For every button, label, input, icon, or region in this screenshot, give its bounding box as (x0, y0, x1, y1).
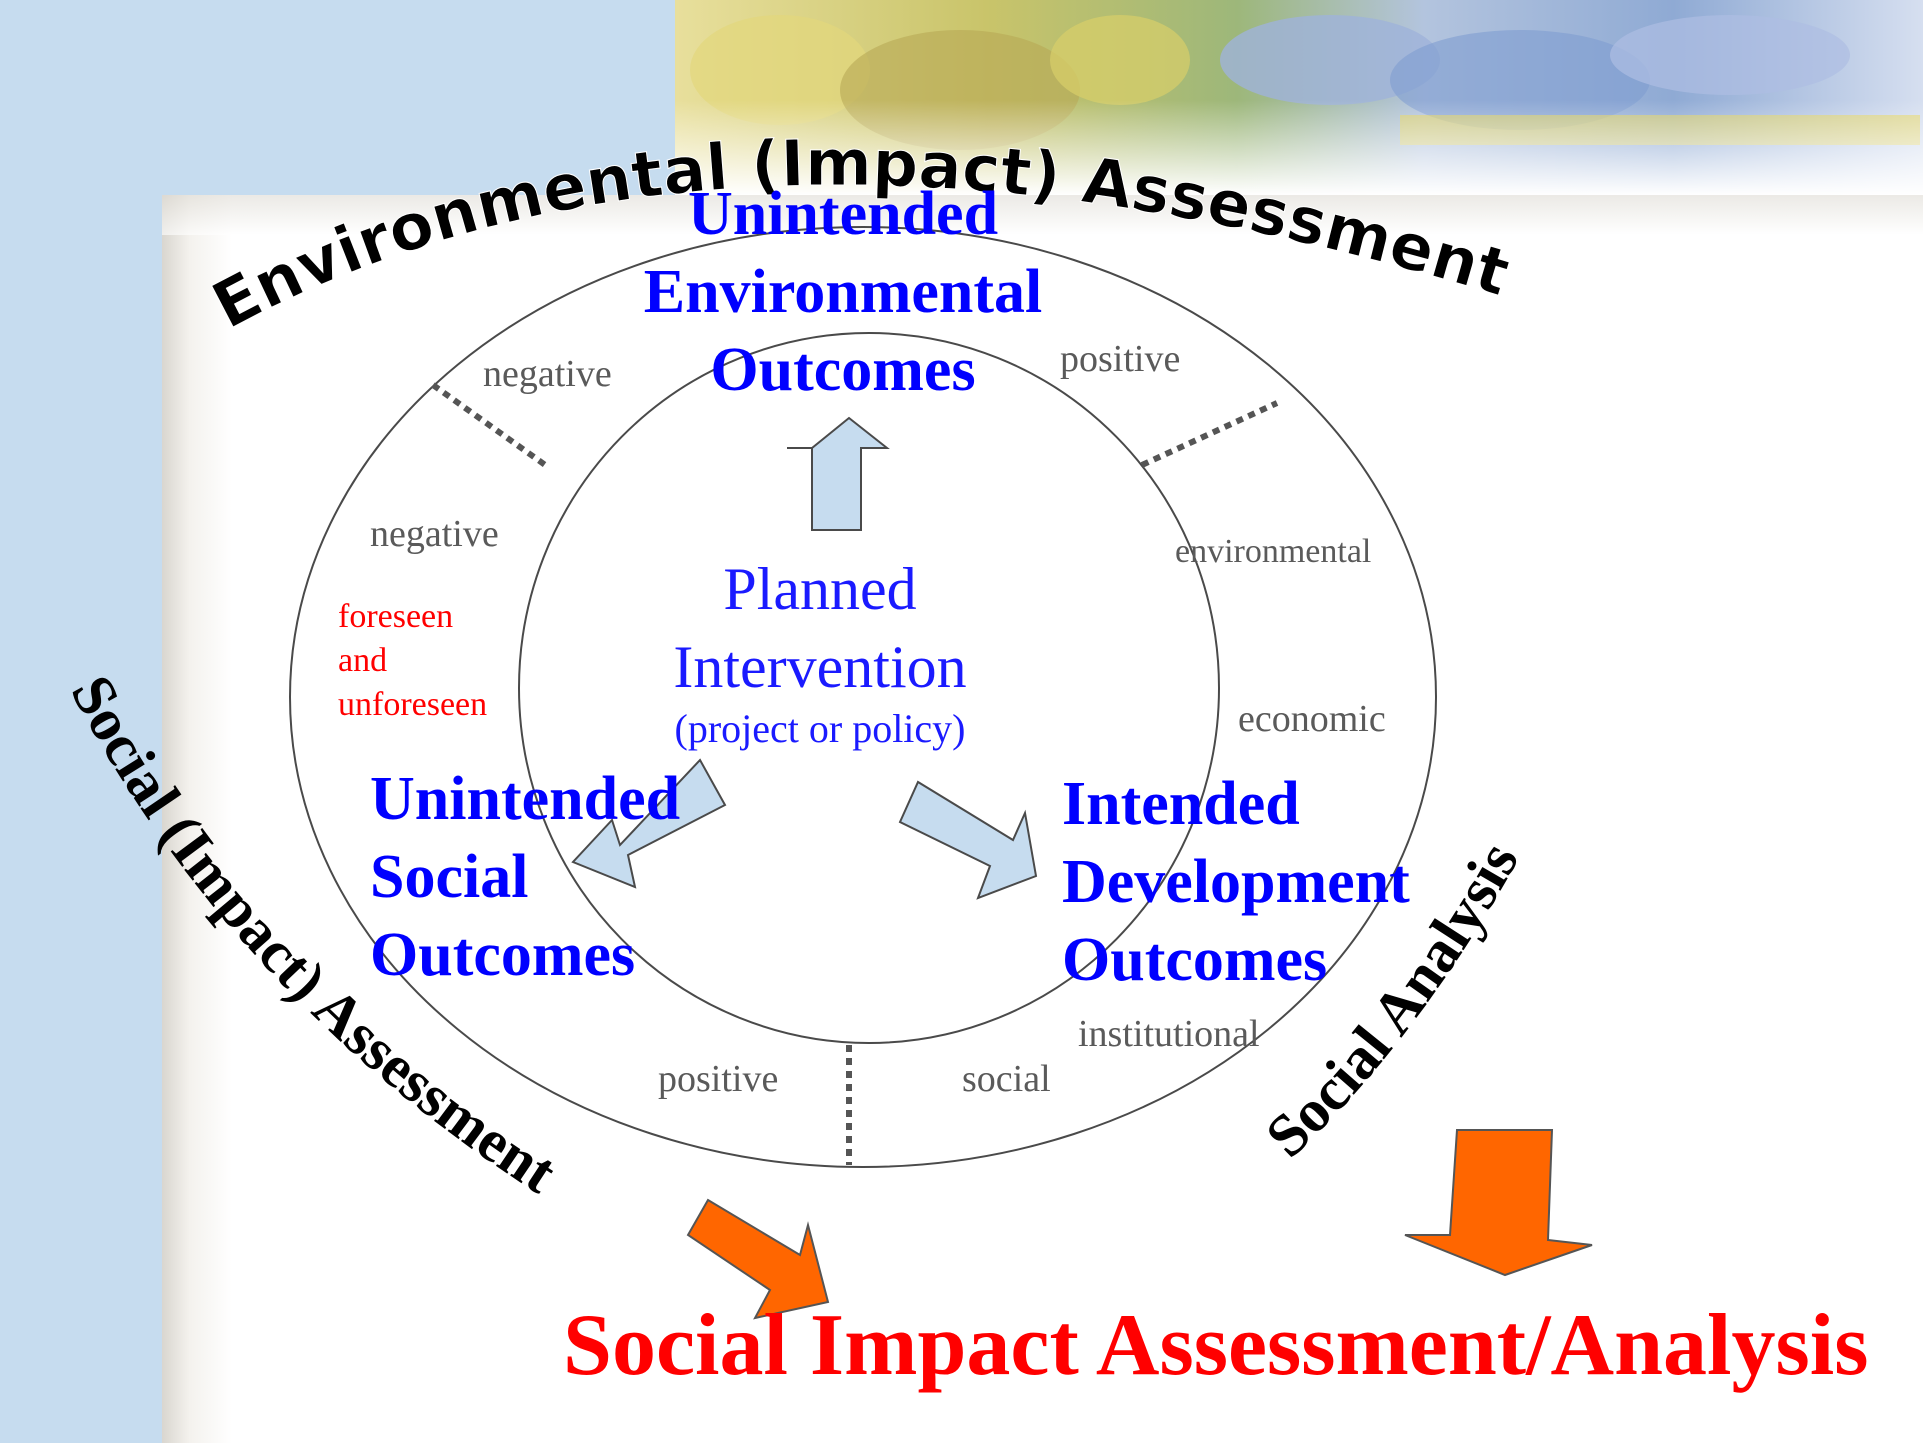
left-band (0, 0, 162, 1443)
divider-top-left (431, 382, 550, 470)
outcome-social-line1: Unintended (370, 765, 681, 833)
outcome-development: Intended Development Outcomes (1062, 765, 1410, 999)
orange-arrow-left-icon (686, 1198, 830, 1320)
outcome-environmental-line3: Outcomes (710, 336, 976, 404)
outcome-social-line2: Social (370, 843, 529, 911)
label-positive-bottom: positive (658, 1058, 779, 1100)
outcome-social: Unintended Social Outcomes (370, 760, 680, 994)
divider-top-right (1140, 400, 1279, 468)
orange-arrow-right-icon (1404, 1129, 1593, 1277)
label-social: social (962, 1058, 1051, 1100)
headline: Social Impact Assessment/Analysis (563, 1297, 1869, 1394)
outcome-environmental-line1: Unintended (687, 180, 999, 248)
foreseen-label: foreseen and unforeseen (338, 595, 538, 727)
outcome-environmental-line2: Environmental (643, 258, 1043, 326)
outcome-environmental: Unintended Environmental Outcomes (633, 175, 1053, 409)
outcome-social-line3: Outcomes (370, 921, 636, 989)
outcome-development-line1: Intended (1062, 770, 1300, 838)
label-negative-top: negative (483, 353, 612, 395)
foreseen-line2: and (338, 642, 388, 679)
outer-ring (289, 226, 1437, 1168)
landscape-photo-strip (675, 0, 1923, 195)
foreseen-line3: unforeseen (338, 686, 488, 723)
outcome-development-line2: Development (1062, 848, 1410, 916)
center-line3: (project or policy) (674, 706, 966, 751)
arrow-up-icon (787, 416, 890, 531)
label-economic: economic (1238, 698, 1386, 740)
label-positive-top: positive (1060, 338, 1181, 380)
arrow-down-right-icon (898, 780, 1038, 900)
outcome-development-line3: Outcomes (1062, 926, 1328, 994)
arrow-down-left-icon (571, 758, 727, 889)
label-environmental: environmental (1175, 533, 1372, 570)
label-institutional: institutional (1078, 1013, 1260, 1055)
foreseen-line1: foreseen (338, 598, 454, 635)
inner-ring (518, 332, 1220, 1044)
center-line1: Planned (723, 556, 917, 622)
top-band (0, 0, 675, 195)
label-negative-left: negative (370, 513, 499, 555)
center-block: Planned Intervention (project or policy) (620, 550, 1020, 752)
center-line2: Intervention (673, 634, 967, 700)
